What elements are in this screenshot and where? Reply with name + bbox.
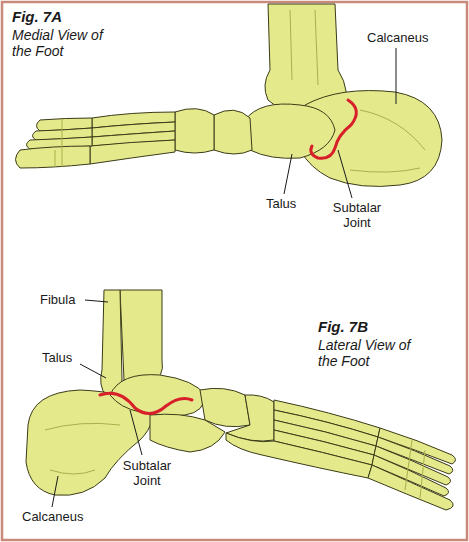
part-label: Calcaneus	[22, 509, 83, 524]
view-title: Medial View of the Foot	[12, 27, 118, 59]
part-label: Fibula	[40, 292, 75, 307]
figure-number: Fig. 7B	[318, 318, 368, 335]
part-label: Talus	[266, 196, 296, 211]
figure-number: Fig. 7A	[12, 8, 62, 25]
view-title: Lateral View of the Foot	[318, 337, 428, 369]
subtalar-joint-line	[100, 393, 192, 413]
part-label: Talus	[42, 350, 72, 365]
subtalar-joint-line	[311, 100, 356, 158]
part-label: Subtalar Joint	[326, 200, 388, 230]
part-label: Calcaneus	[367, 30, 428, 45]
lateral-foot-bones	[26, 290, 456, 510]
leader-lines	[52, 48, 396, 507]
part-label: Subtalar Joint	[116, 458, 178, 488]
